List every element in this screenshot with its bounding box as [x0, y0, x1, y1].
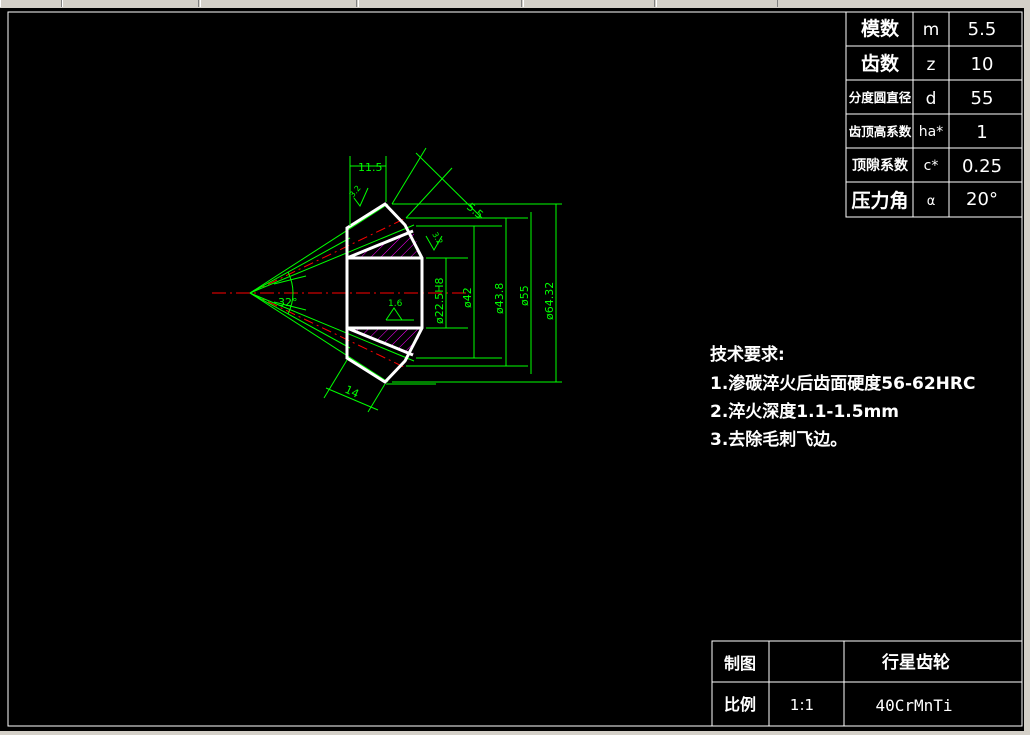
param-name: 分度圆直径	[849, 90, 912, 105]
toolbar-segment[interactable]	[62, 0, 199, 7]
tech-item: 1.渗碳淬火后齿面硬度56-62HRC	[710, 373, 975, 394]
parameter-table: 模数 m 5.5 齿数 z 10 分度圆直径 d 55 齿顶高系数 ha* 1 …	[845, 11, 1023, 218]
param-name: 齿数	[861, 52, 900, 75]
bevel-gear-section: 11.5 5.5 3.2 3.2 1.6 32° ø22.5H8 ø42 ø43…	[212, 147, 562, 413]
dim-bottom-len: 14	[343, 383, 361, 401]
param-name: 齿顶高系数	[849, 124, 912, 139]
param-name: 压力角	[851, 189, 908, 212]
part-name: 行星齿轮	[881, 652, 950, 673]
dim-bore: ø22.5H8	[433, 278, 446, 325]
dim-angle: 32°	[278, 296, 298, 309]
toolbar-segment[interactable]	[358, 0, 522, 7]
param-value: 55	[971, 88, 994, 109]
dim-d2: ø43.8	[493, 283, 506, 314]
scale-label: 比例	[724, 695, 756, 714]
dim-width-top: 11.5	[358, 161, 383, 174]
dim-d4: ø64.32	[543, 282, 556, 320]
tech-item: 2.淬火深度1.1-1.5mm	[710, 401, 899, 422]
toolbar-segment[interactable]	[0, 0, 62, 7]
param-symbol: z	[927, 55, 936, 75]
param-name: 顶隙系数	[852, 157, 909, 174]
tech-requirements: 技术要求: 1.渗碳淬火后齿面硬度56-62HRC 2.淬火深度1.1-1.5m…	[710, 344, 975, 450]
param-symbol: d	[926, 89, 937, 109]
param-value: 0.25	[962, 156, 1002, 177]
toolbar-segment[interactable]	[523, 0, 655, 7]
roughness-c: 1.6	[388, 299, 403, 309]
tech-title: 技术要求:	[710, 344, 785, 365]
material: 40CrMnTi	[875, 696, 952, 715]
toolbar-segment[interactable]	[200, 0, 357, 7]
scale-value: 1:1	[790, 696, 814, 714]
param-symbol: ha*	[919, 124, 943, 140]
toolbar-segment[interactable]	[656, 0, 778, 7]
vertical-scrollbar[interactable]	[1024, 8, 1030, 735]
horizontal-scrollbar[interactable]	[0, 731, 1030, 735]
param-value: 1	[976, 122, 987, 143]
title-block: 制图 行星齿轮 比例 1:1 40CrMnTi	[711, 640, 1023, 727]
tech-item: 3.去除毛刺飞边。	[710, 429, 847, 450]
dim-d1: ø42	[461, 287, 474, 308]
dim-d3: ø55	[518, 285, 531, 306]
param-symbol: α	[927, 194, 936, 209]
drawn-label: 制图	[724, 654, 756, 673]
drawing-border	[7, 11, 1023, 727]
param-name: 模数	[861, 17, 900, 40]
drawing-canvas[interactable]: 模数 m 5.5 齿数 z 10 分度圆直径 d 55 齿顶高系数 ha* 1 …	[6, 8, 1024, 728]
param-value: 5.5	[968, 19, 997, 40]
window-title-strip	[0, 0, 1030, 8]
roughness-b: 3.2	[430, 231, 444, 247]
param-symbol: m	[923, 20, 940, 40]
param-symbol: c*	[924, 158, 939, 174]
param-value: 10	[971, 54, 994, 75]
param-value: 20°	[966, 189, 998, 210]
